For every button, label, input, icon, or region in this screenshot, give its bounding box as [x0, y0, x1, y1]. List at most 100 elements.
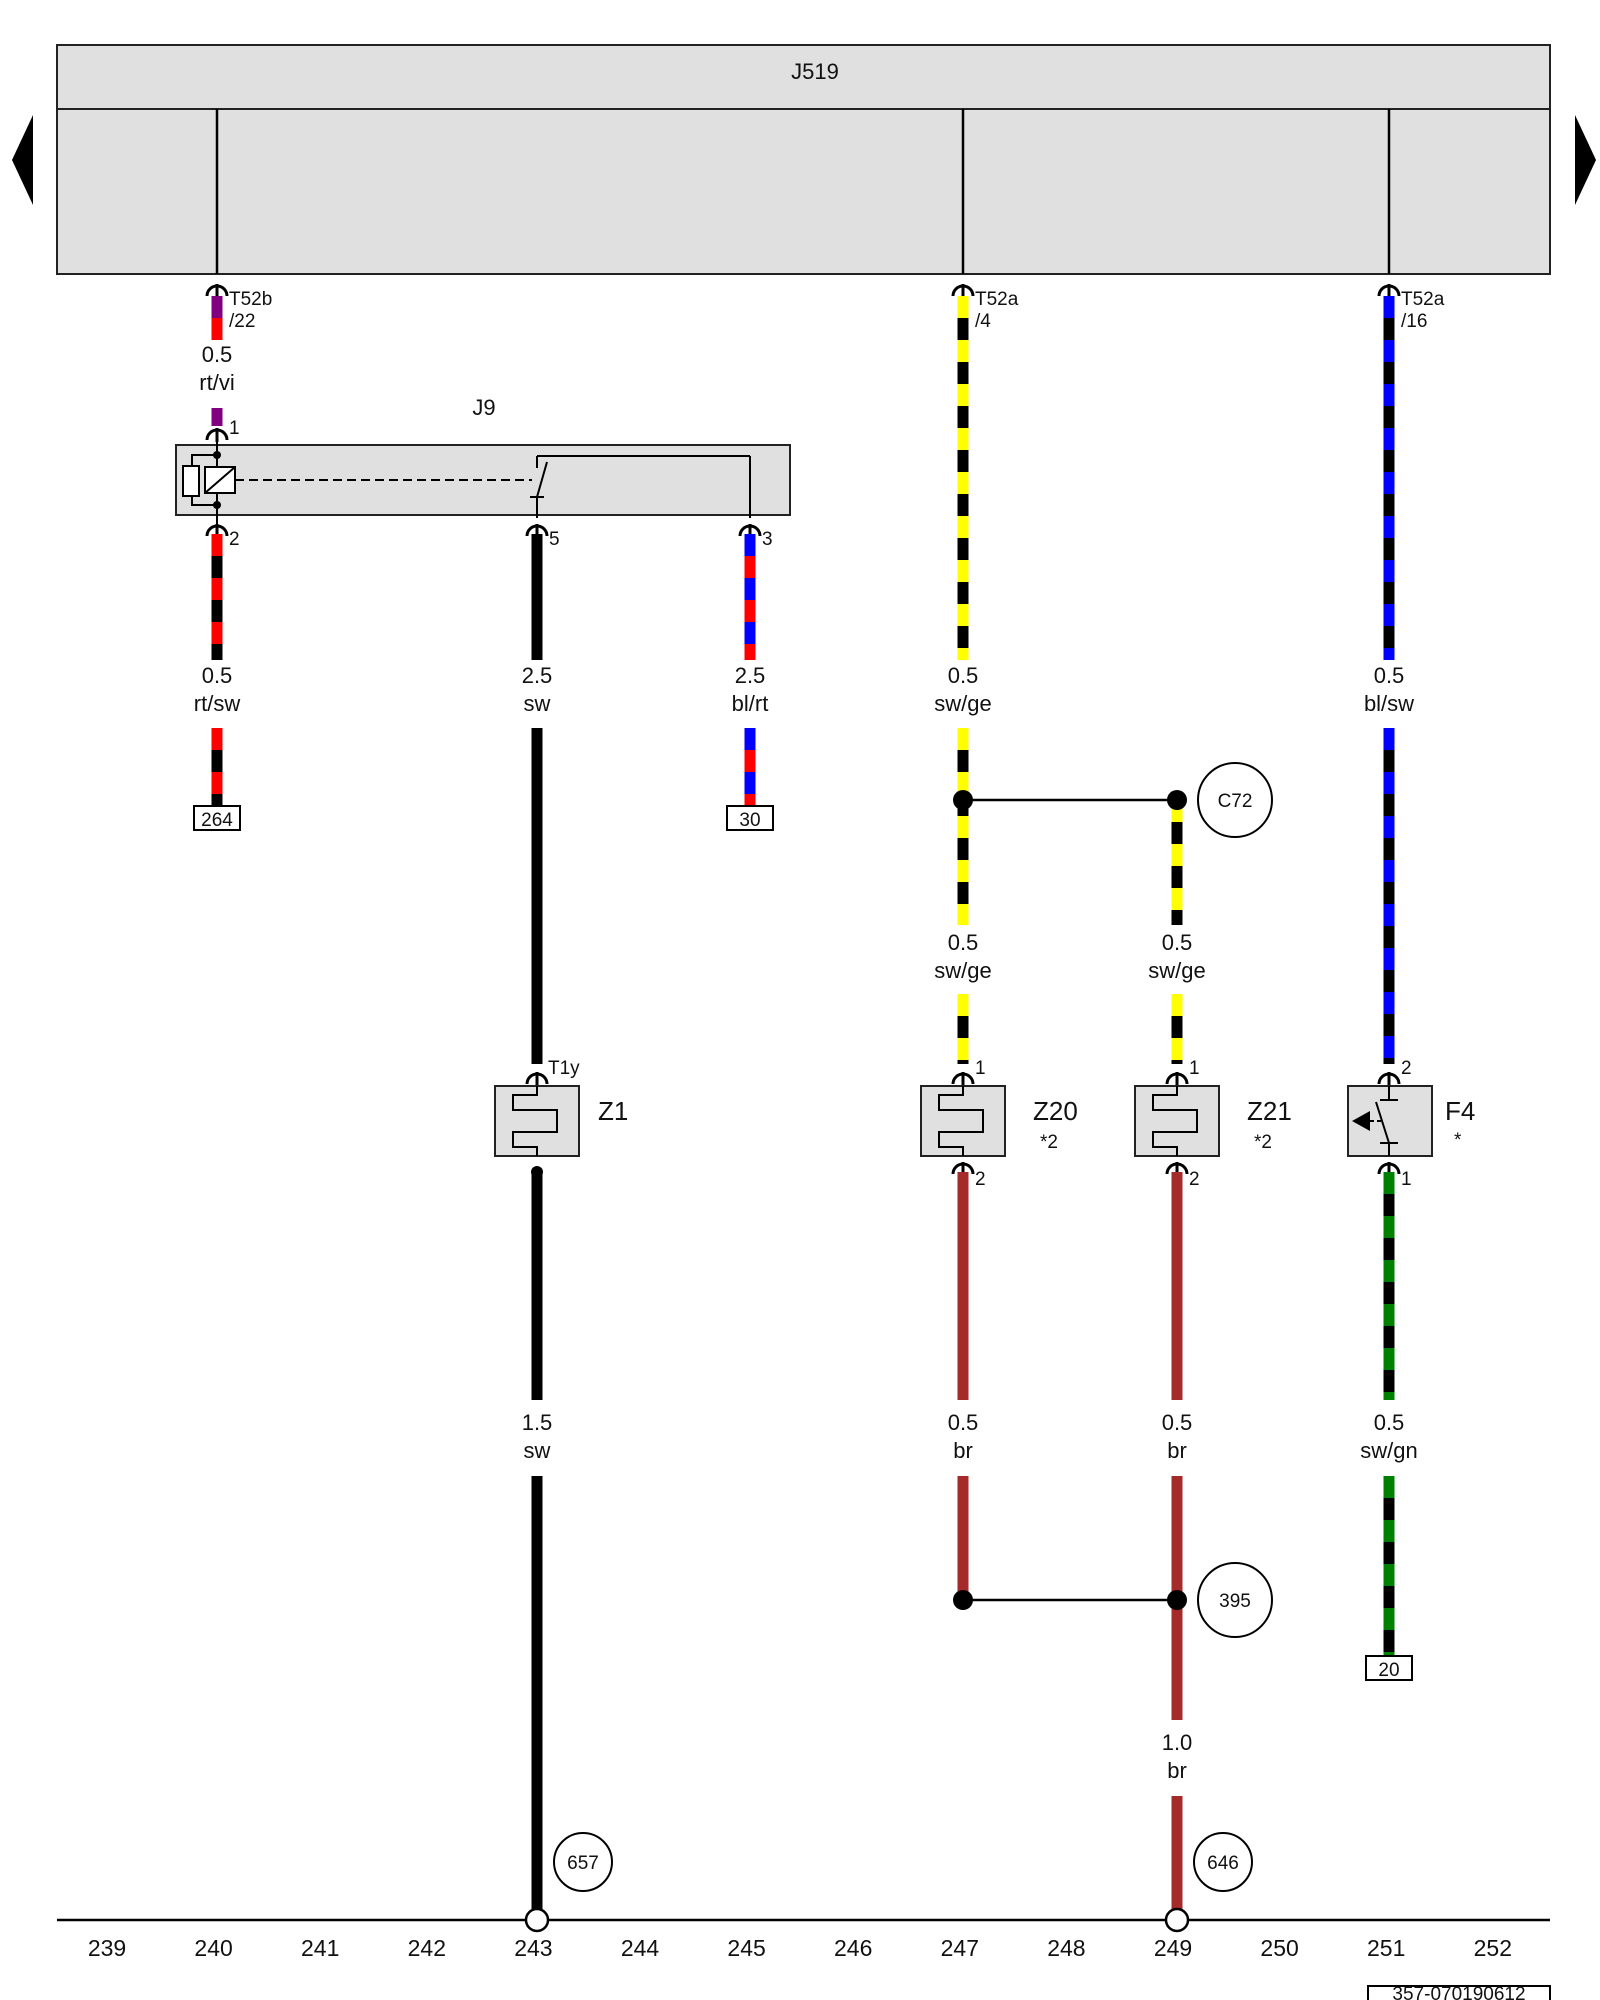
switch-f4-pin-bottom: 1: [1401, 1169, 1412, 1190]
push-actuator-icon: [1352, 1111, 1370, 1131]
wire-249-mid-color: sw/ge: [1148, 958, 1205, 983]
heater-z20[interactable]: Z20 *2 1 2: [920, 1058, 1078, 1190]
svg-text:20: 20: [1378, 1660, 1399, 1681]
relay-pin-3: 3: [762, 529, 773, 550]
relay-switch-contact: [536, 461, 548, 498]
node-646[interactable]: 646: [1193, 1832, 1253, 1892]
svg-text:646: 646: [1207, 1853, 1239, 1874]
wire-249-bottom-gauge: 0.5: [1162, 1410, 1193, 1435]
connector-plug-t52b: [205, 284, 229, 298]
grid-column-240: 240: [194, 1935, 232, 1961]
connector-layer: [205, 284, 1401, 1176]
wire-243-top-gauge: 2.5: [522, 663, 553, 688]
wire-251-top-color: bl/sw: [1364, 691, 1414, 716]
heater-z21-label: Z21: [1247, 1096, 1292, 1126]
connector-plug-t1y: [525, 1072, 549, 1086]
grid-column-252: 252: [1474, 1935, 1512, 1961]
wire-247-bottom-color: br: [953, 1438, 973, 1463]
heater-z1[interactable]: Z1: [494, 1085, 628, 1157]
wire-247-top-gauge: 0.5: [948, 663, 979, 688]
connector-t52a-16-label: T52a: [1401, 289, 1445, 310]
svg-text:264: 264: [201, 810, 233, 831]
switch-f4-plug-top: [1377, 1072, 1401, 1086]
connector-t1y-label: T1y: [548, 1058, 580, 1079]
heater-z21-pin-top: 1: [1189, 1058, 1200, 1079]
wire-245-color: bl/rt: [732, 691, 769, 716]
grid-column-249: 249: [1154, 1935, 1192, 1961]
control-unit-body: [56, 108, 1551, 275]
wire-240-bottom-color: rt/sw: [194, 691, 241, 716]
heater-z20-pin-bottom: 2: [975, 1169, 986, 1190]
ground-point-243[interactable]: [524, 1907, 550, 1933]
grid-column-250: 250: [1260, 1935, 1298, 1961]
grid-column-247: 247: [941, 1935, 979, 1961]
connector-t52a-16-pin: /16: [1401, 311, 1427, 332]
heater-z1-output-dot: [531, 1166, 543, 1178]
switch-f4-pin-top: 2: [1401, 1058, 1412, 1079]
control-unit-header: [56, 44, 1551, 110]
wire-labels: 0.5 rt/vi 0.5 rt/sw 2.5 sw 2.5 bl/rt 0.5…: [194, 342, 1418, 1783]
wire-layer: [211, 296, 1395, 1909]
wire-240-top-gauge: 0.5: [202, 342, 233, 367]
connector-t52b-pin: /22: [229, 311, 255, 332]
grid-column-244: 244: [621, 1935, 660, 1961]
diagram-id: 357-070190612: [1392, 1984, 1525, 2000]
heater-z20-note: *2: [1040, 1132, 1058, 1153]
wire-243-bottom-color: sw: [524, 1438, 551, 1463]
connector-plug-t52a-4: [951, 284, 975, 298]
wire-247-mid-color: sw/ge: [934, 958, 991, 983]
wire-247-top-color: sw/ge: [934, 691, 991, 716]
relay-pin-1: 1: [229, 418, 240, 439]
relay-j9[interactable]: J9 1 2 5 3: [175, 395, 791, 550]
wire-240-top-color: rt/vi: [199, 370, 234, 395]
relay-pin-5: 5: [549, 529, 560, 550]
node-395[interactable]: 395: [1197, 1562, 1273, 1638]
control-unit-label: J519: [791, 59, 839, 84]
wire-247-mid-gauge: 0.5: [948, 930, 979, 955]
heater-z1-label: Z1: [598, 1096, 628, 1126]
wire-245-gauge: 2.5: [735, 663, 766, 688]
node-c72[interactable]: C72: [1197, 762, 1273, 838]
switch-f4[interactable]: F4 * 2 1: [1347, 1058, 1475, 1190]
switch-f4-contact: [1375, 1101, 1390, 1144]
junction-c72-bridge: [953, 790, 1187, 810]
heater-z20-label: Z20: [1033, 1096, 1078, 1126]
wire-240-bottom-gauge: 0.5: [202, 663, 233, 688]
next-page-arrow-icon[interactable]: [1575, 115, 1596, 205]
wire-251-bottom-color: sw/gn: [1360, 1438, 1417, 1463]
wire-249-mid-gauge: 0.5: [1162, 930, 1193, 955]
wire-249-ground-gauge: 1.0: [1162, 1730, 1193, 1755]
wire-249-bottom-color: br: [1167, 1438, 1187, 1463]
previous-page-arrow-icon[interactable]: [12, 115, 33, 205]
grid-column-241: 241: [301, 1935, 339, 1961]
connector-plug-t52a-16: [1377, 284, 1401, 298]
reference-20[interactable]: 20: [1365, 1655, 1413, 1681]
heater-z21[interactable]: Z21 *2 1 2: [1134, 1058, 1292, 1190]
node-657[interactable]: 657: [553, 1832, 613, 1892]
grid-column-246: 246: [834, 1935, 872, 1961]
reference-264[interactable]: 264: [193, 805, 241, 831]
wire-251-bottom-gauge: 0.5: [1374, 1410, 1405, 1435]
switch-f4-note: *: [1454, 1130, 1462, 1151]
svg-text:657: 657: [567, 1853, 599, 1874]
wire-249-ground-color: br: [1167, 1758, 1187, 1783]
svg-text:30: 30: [739, 810, 760, 831]
grid-column-243: 243: [514, 1935, 552, 1961]
ground-point-249[interactable]: [1164, 1907, 1190, 1933]
grid-column-239: 239: [88, 1935, 126, 1961]
relay-pin-2: 2: [229, 529, 240, 550]
relay-label: J9: [472, 395, 495, 420]
switch-f4-label: F4: [1445, 1096, 1475, 1126]
wire-251-top-gauge: 0.5: [1374, 663, 1405, 688]
heater-z21-plug-top: [1165, 1072, 1189, 1086]
reference-30[interactable]: 30: [726, 805, 774, 831]
svg-text:395: 395: [1219, 1591, 1251, 1612]
control-unit-j519[interactable]: J519: [56, 44, 1551, 275]
heater-z20-pin-top: 1: [975, 1058, 986, 1079]
heater-z21-pin-bottom: 2: [1189, 1169, 1200, 1190]
connector-t52a-4-label: T52a: [975, 289, 1019, 310]
grid-column-245: 245: [727, 1935, 765, 1961]
diagram-id-box: 357-070190612: [1367, 1984, 1551, 2000]
